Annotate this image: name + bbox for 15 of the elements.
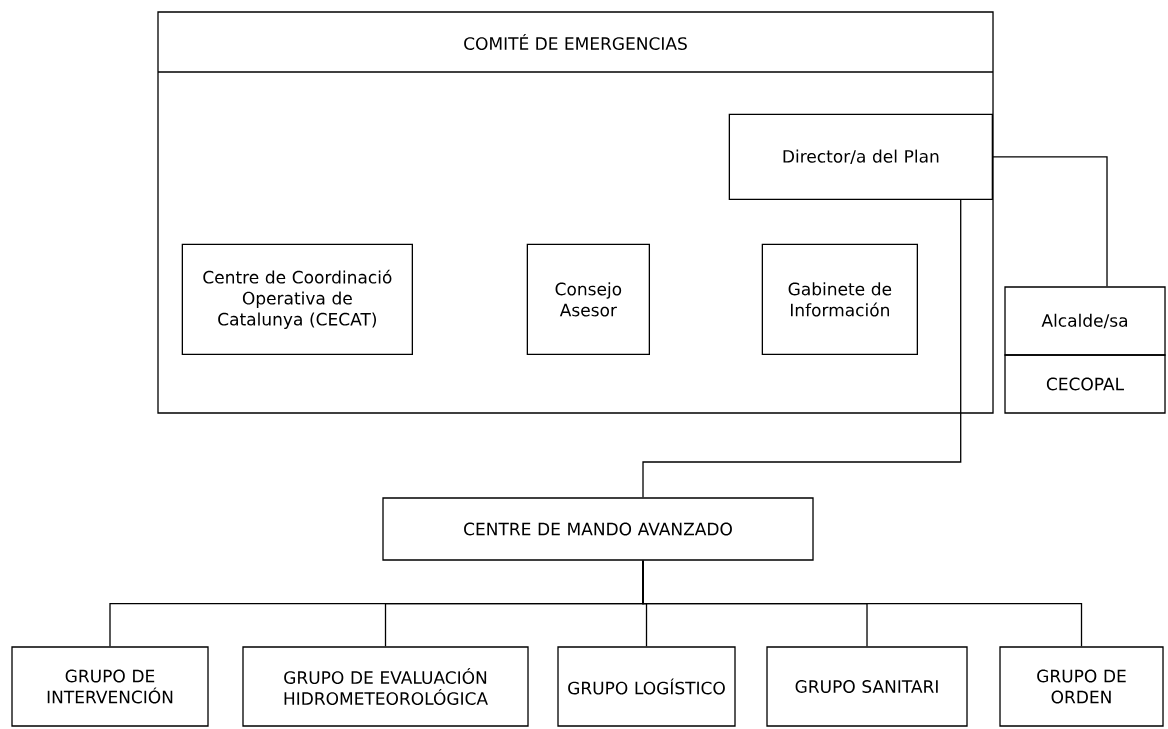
role-box: CECOPAL: [1004, 354, 1166, 414]
role-box: Director/a del Plan: [728, 113, 993, 200]
unit-box: GRUPO SANITARI: [766, 646, 968, 727]
connector-line: [642, 560, 1083, 647]
unit-box: GRUPO LOGÍSTICO: [557, 646, 736, 727]
unit-box: Centre de Coordinació Operativa de Catalunya (CECAT): [181, 243, 413, 355]
connector-line: [642, 199, 962, 498]
unit-box: GRUPO DE ORDEN: [999, 646, 1164, 727]
connector-line: [992, 156, 1108, 287]
role-box: Alcalde/sa: [1004, 286, 1166, 356]
unit-box: Consejo Asesor: [526, 243, 650, 355]
unit-box: GRUPO DE EVALUACIÓN HIDROMETEOROLÓGICA: [242, 646, 529, 727]
unit-box: Gabinete de Información: [761, 243, 918, 355]
unit-box: CENTRE DE MANDO AVANZADO: [382, 497, 814, 561]
unit-box: GRUPO DE INTERVENCIÓN: [11, 646, 209, 727]
